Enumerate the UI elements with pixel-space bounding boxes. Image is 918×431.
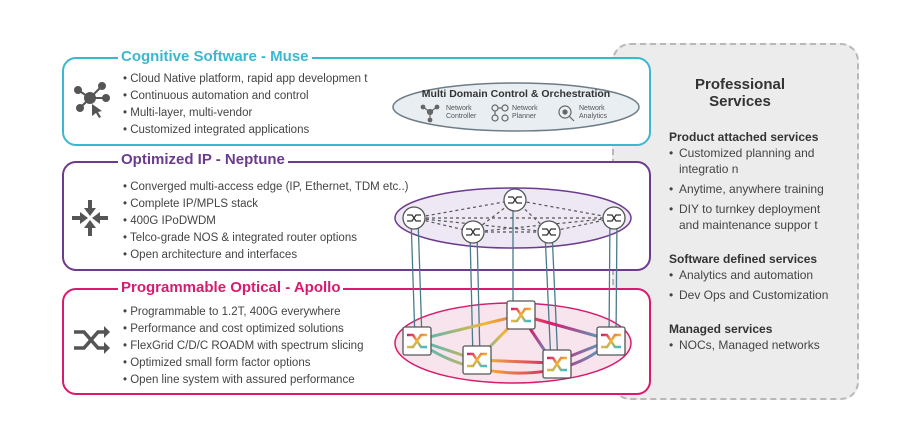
muse-bullet: • Multi-layer, multi-vendor — [123, 107, 253, 119]
apollo-bullet: • FlexGrid C/D/C ROADM with spectrum sli… — [123, 340, 364, 352]
svg-text:Network: Network — [446, 105, 472, 112]
apollo-bullet: • Optimized small form factor options — [123, 357, 311, 369]
neptune-title: Optimized IP - Neptune — [118, 151, 288, 168]
product-attached-heading: Product attached services — [669, 130, 819, 144]
neptune-bullet: • Open architecture and interfaces — [123, 249, 298, 261]
professional-services-panel — [612, 43, 859, 400]
apollo-bullet: • Open line system with assured performa… — [123, 374, 355, 386]
apollo-bullet: • Programmable to 1.2T, 400G everywhere — [123, 306, 341, 318]
muse-bullet: • Customized integrated applications — [123, 124, 310, 136]
muse-bullet: • Cloud Native platform, rapid app devel… — [123, 73, 368, 85]
ps-item: •Customized planning and — [669, 146, 815, 160]
ps-item: and maintenance suppor t — [679, 218, 818, 232]
muse-title: Cognitive Software - Muse — [118, 48, 312, 65]
software-defined-heading: Software defined services — [669, 252, 818, 266]
neptune-bullet: • 400G IPoDWDM — [123, 215, 216, 227]
ps-item: integratio n — [679, 162, 739, 176]
mdco-ellipse: Multi Domain Control & Orchestration Net… — [392, 82, 640, 132]
ps-item: •DIY to turnkey deployment — [669, 202, 821, 216]
professional-services-title: Professional Services — [694, 76, 786, 110]
svg-text:Network: Network — [579, 105, 605, 112]
ps-item: •Analytics and automation — [669, 268, 814, 282]
svg-text:Planner: Planner — [512, 113, 537, 120]
svg-text:Analytics: Analytics — [579, 113, 608, 120]
svg-text:Network: Network — [512, 105, 538, 112]
muse-bullet: • Continuous automation and control — [123, 90, 309, 102]
ps-item: •Anytime, anywhere training — [669, 182, 824, 196]
cross-arrows-icon — [74, 326, 110, 354]
apollo-title: Programmable Optical - Apollo — [118, 279, 344, 296]
network-topology-diagram — [394, 187, 632, 384]
mdco-title: Multi Domain Control & Orchestration — [422, 88, 610, 100]
neptune-bullet: • Telco-grade NOS & integrated router op… — [123, 232, 357, 244]
converge-arrows-icon — [72, 200, 108, 236]
apollo-bullet: • Performance and cost optimized solutio… — [123, 323, 344, 335]
ps-item: •NOCs, Managed networks — [669, 338, 820, 352]
ps-item: •Dev Ops and Customization — [669, 288, 829, 302]
managed-services-heading: Managed services — [669, 322, 773, 336]
svg-text:Controller: Controller — [446, 113, 477, 120]
network-node-icon — [74, 82, 110, 118]
neptune-bullet: • Complete IP/MPLS stack — [123, 198, 259, 210]
neptune-bullet: • Converged multi-access edge (IP, Ether… — [123, 181, 409, 193]
